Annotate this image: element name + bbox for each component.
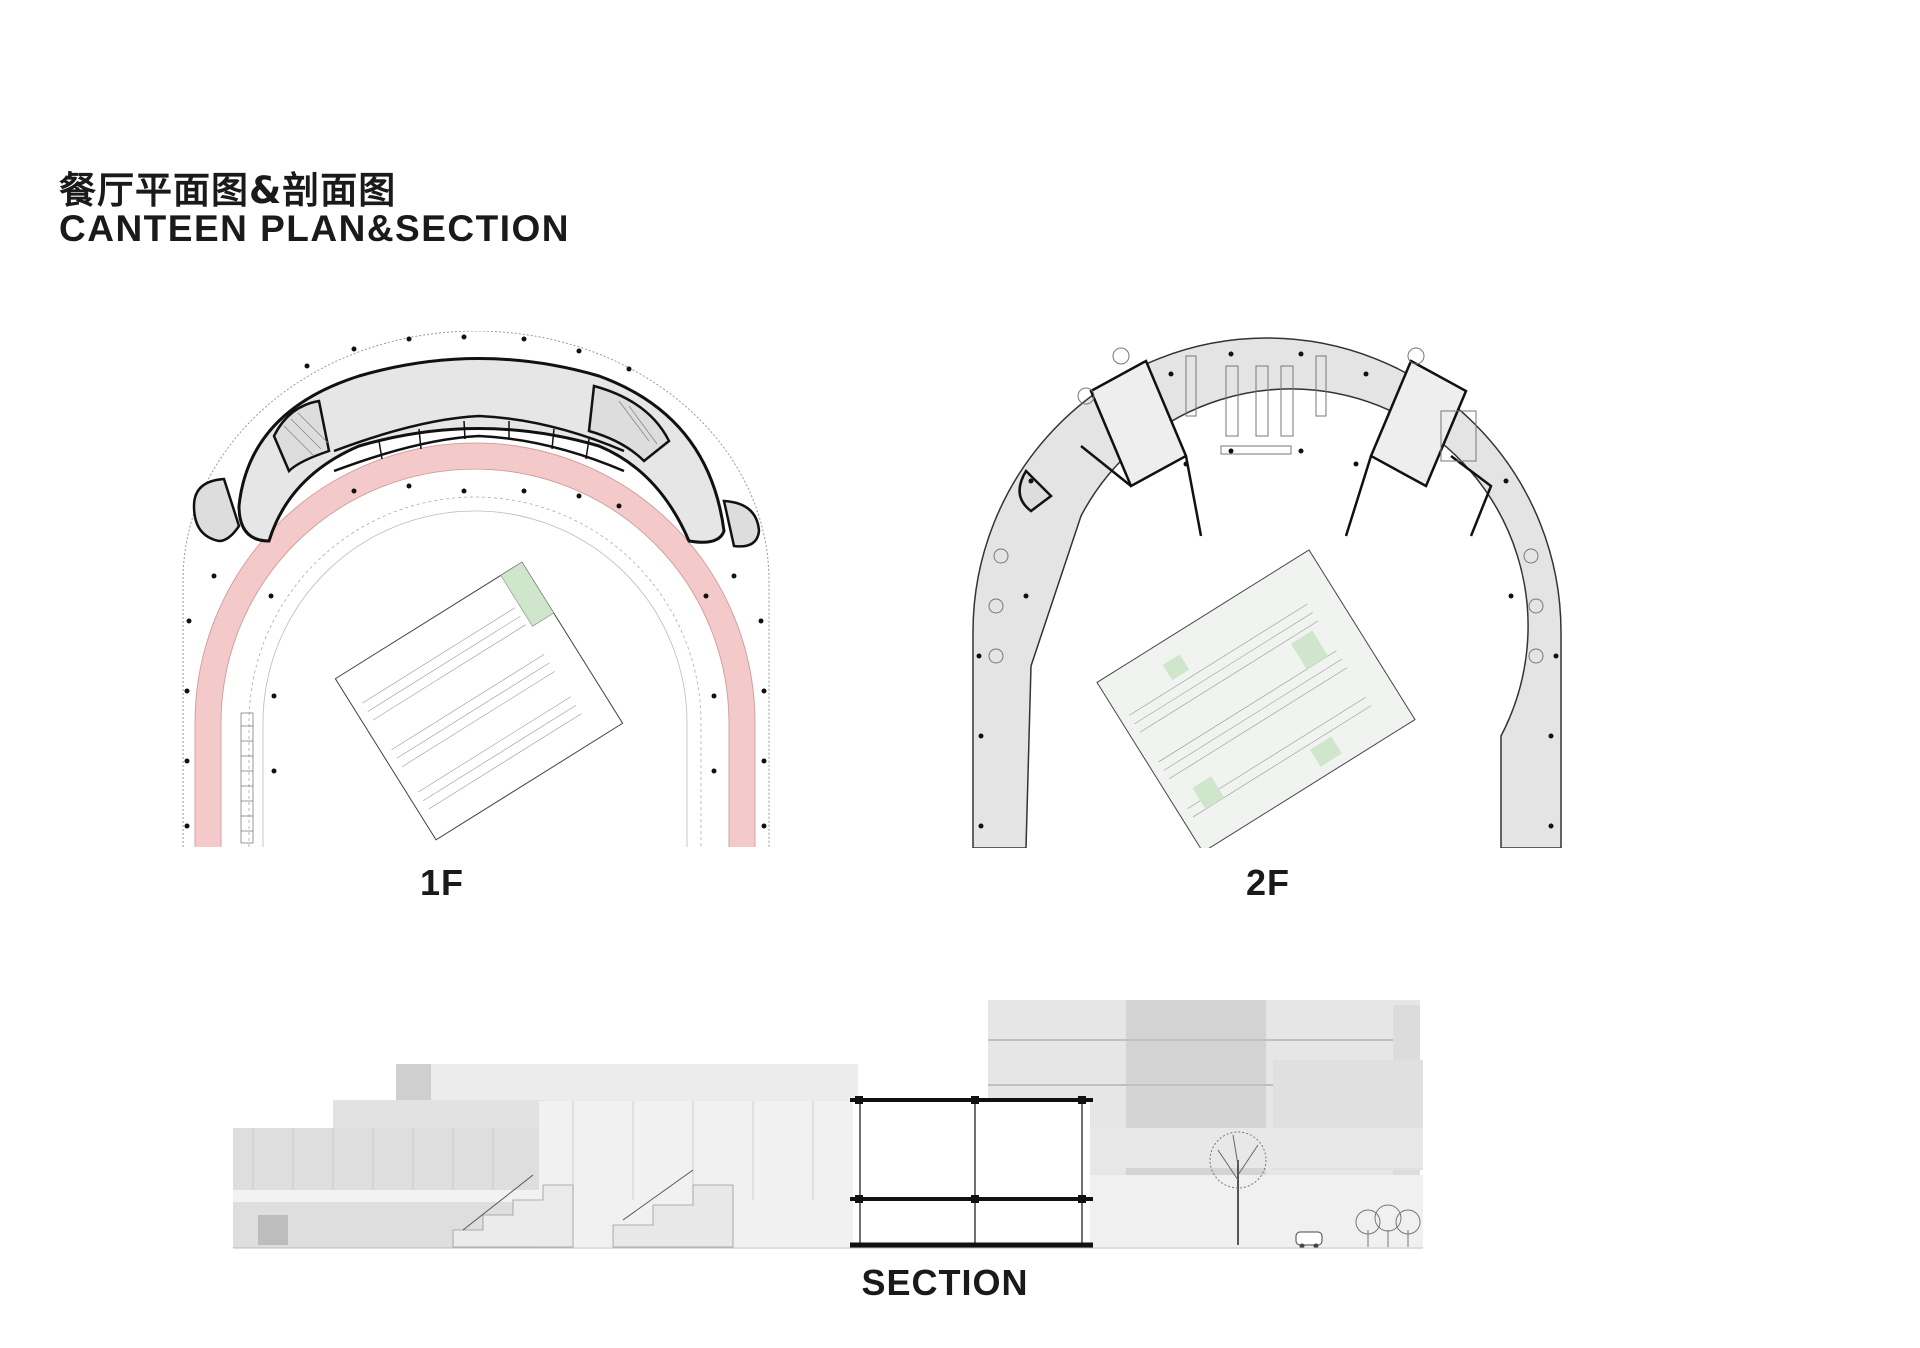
plan-2f-drawing	[972, 337, 1562, 848]
columns	[184, 334, 767, 829]
section-label: SECTION	[861, 1262, 1029, 1303]
plan-1f-label: 1F	[419, 862, 465, 903]
sunken-plaza-2f	[1096, 549, 1416, 848]
columns-2f	[976, 351, 1559, 829]
shrubs-icon	[1355, 1204, 1421, 1247]
dining-tables	[988, 347, 1544, 664]
plan-2f-label: 2F	[1245, 862, 1291, 903]
track-band	[194, 442, 756, 847]
section-cut	[853, 1099, 1090, 1247]
stairs	[452, 1184, 574, 1248]
sunken-plaza	[334, 561, 624, 841]
page-title-en: CANTEEN PLAN&SECTION	[59, 208, 571, 249]
tree-icon	[1209, 1131, 1267, 1245]
page-title-cn: 餐厅平面图&剖面图	[59, 169, 397, 212]
car-icon	[1295, 1231, 1323, 1249]
plan-1f-drawing	[182, 331, 770, 847]
section-drawing	[233, 1000, 1423, 1249]
site-outline	[182, 331, 770, 847]
